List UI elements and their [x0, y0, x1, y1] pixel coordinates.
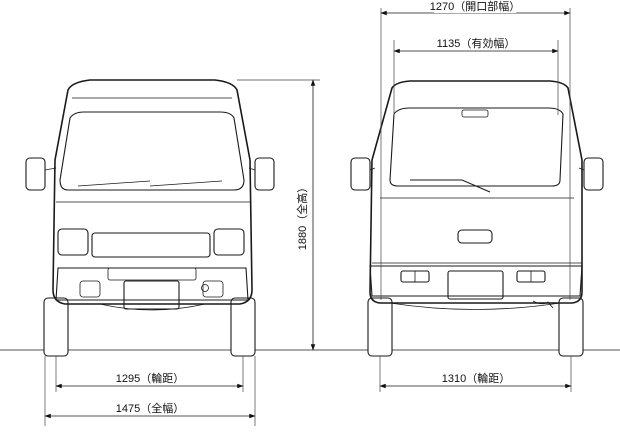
front-right-mirror — [254, 157, 275, 191]
front-right-wiper — [149, 180, 223, 187]
front-underbody — [99, 303, 206, 311]
rear-left-mirror — [350, 157, 371, 191]
front-bumper — [55, 267, 249, 301]
front-view-van — [25, 79, 275, 357]
rear-exhaust — [532, 300, 554, 309]
rear-underbody — [389, 302, 561, 310]
rear-stop-lamp — [461, 109, 489, 118]
rear-track-label: 1310（輪距） — [442, 371, 510, 385]
dim-effective-width: 1135（有効幅） — [393, 36, 559, 115]
front-left-mirror — [25, 157, 46, 191]
dim-front-track: 1295（輪距） — [55, 356, 244, 392]
front-plate-frame — [107, 267, 197, 281]
rear-right-mirror — [583, 157, 604, 191]
rear-door-handle — [457, 229, 493, 244]
dim-overall-width: 1475（全幅） — [44, 356, 256, 426]
front-right-mirror-arm — [248, 167, 256, 171]
rear-wiper — [410, 179, 491, 193]
front-fog-right — [202, 280, 224, 298]
front-fog-left — [79, 280, 101, 298]
rear-left-tire — [367, 297, 393, 357]
rear-body-outline — [369, 80, 583, 304]
rear-left-mirror-arm — [369, 167, 376, 171]
front-tow-hook — [201, 284, 209, 292]
front-right-tire — [230, 297, 256, 357]
dim-overall-height: 1880（全高） — [237, 79, 320, 351]
front-grille — [91, 232, 211, 258]
dim-rear-track: 1310（輪距） — [379, 356, 572, 392]
front-license-plate — [123, 280, 180, 310]
rear-license-plate — [447, 270, 504, 300]
rear-window — [389, 107, 564, 187]
rear-right-tire — [558, 297, 584, 357]
front-body-outline — [52, 79, 253, 305]
front-windshield — [59, 111, 245, 191]
rear-view-van — [350, 80, 604, 357]
front-left-wiper — [77, 180, 151, 187]
rear-bumper — [369, 265, 583, 297]
front-left-tire — [43, 297, 69, 357]
front-right-headlight — [213, 228, 245, 256]
front-left-mirror-arm — [44, 167, 57, 171]
front-track-label: 1295（輪距） — [116, 371, 184, 385]
rear-right-mirror-arm — [578, 167, 585, 171]
overall-height-label: 1880（全高） — [295, 182, 309, 250]
effective-width-label: 1135（有効幅） — [437, 36, 516, 50]
front-left-headlight — [57, 228, 89, 256]
overall-width-label: 1475（全幅） — [116, 401, 184, 415]
dim-opening-width: 1270（開口部幅） — [380, 0, 571, 300]
opening-width-label: 1270（開口部幅） — [430, 0, 520, 13]
